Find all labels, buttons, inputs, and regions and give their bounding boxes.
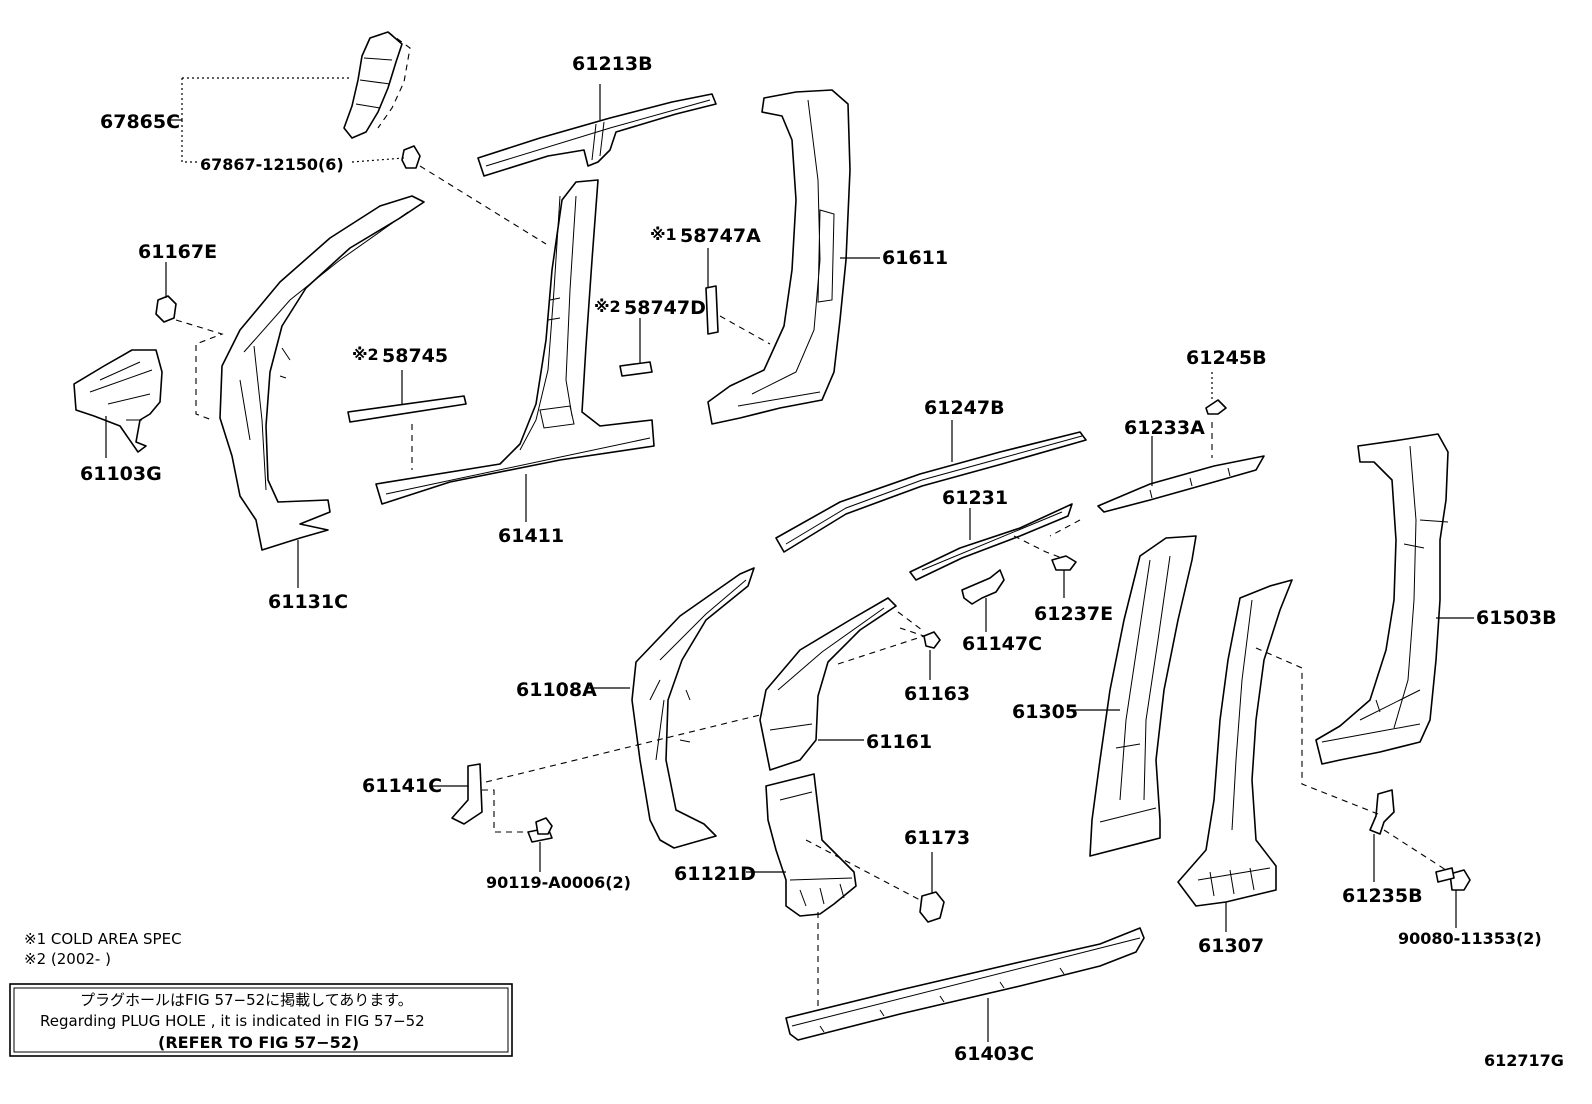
label-61131C[interactable]: 61131C	[268, 591, 348, 613]
label-61233A[interactable]: 61233A	[1124, 417, 1205, 439]
part-67867-clip-shape[interactable]	[401, 145, 421, 169]
notice-english: Regarding PLUG HOLE , it is indicated in…	[40, 1012, 425, 1030]
part-61167E-shape[interactable]	[155, 295, 177, 323]
part-67865C-shape[interactable]	[343, 31, 411, 139]
legend-cold-area-spec: ※1 COLD AREA SPEC	[24, 930, 182, 948]
part-90119-bolt-shape[interactable]	[527, 817, 553, 843]
label-61247B[interactable]: 61247B	[924, 397, 1005, 419]
label-61305[interactable]: 61305	[1012, 701, 1078, 723]
part-61141C-shape[interactable]	[451, 763, 483, 825]
part-61305-shape[interactable]	[1089, 535, 1197, 857]
label-61237E[interactable]: 61237E	[1034, 603, 1113, 625]
part-61231-shape[interactable]	[909, 503, 1073, 581]
mark-2-58745: ※2	[352, 345, 379, 364]
legend: ※1 COLD AREA SPEC ※2 (2002- )	[24, 930, 182, 968]
notice-box-inner	[13, 987, 509, 1053]
part-61247B-shape[interactable]	[775, 431, 1087, 553]
label-61163[interactable]: 61163	[904, 683, 970, 705]
label-58747A[interactable]: 58747A	[680, 225, 761, 247]
part-61307-shape[interactable]	[1177, 579, 1293, 907]
label-61141C[interactable]: 61141C	[362, 775, 442, 797]
label-61245B[interactable]: 61245B	[1186, 347, 1267, 369]
part-61235B-shape[interactable]	[1369, 789, 1395, 835]
part-61173-shape[interactable]	[919, 891, 945, 923]
label-61611[interactable]: 61611	[882, 247, 948, 269]
mark-1-58747A: ※1	[650, 225, 677, 244]
part-61611-shape[interactable]	[707, 89, 851, 425]
label-61231[interactable]: 61231	[942, 487, 1008, 509]
notice-refer: (REFER TO FIG 57−52)	[158, 1033, 359, 1052]
part-61411-shape[interactable]	[375, 179, 655, 505]
label-61103G[interactable]: 61103G	[80, 463, 162, 485]
mark-2-58747D: ※2	[594, 297, 621, 316]
diagram-id: 612717G	[1484, 1051, 1564, 1070]
notice-japanese: プラグホールはFIG 57−52に掲載してあります。	[80, 991, 413, 1009]
label-61235B[interactable]: 61235B	[1342, 885, 1423, 907]
label-58747D[interactable]: 58747D	[624, 297, 706, 319]
part-61121D-shape[interactable]	[765, 773, 857, 917]
label-61147C[interactable]: 61147C	[962, 633, 1042, 655]
label-61411[interactable]: 61411	[498, 525, 564, 547]
part-61161-shape[interactable]	[759, 597, 897, 771]
label-67867-12150[interactable]: 67867-12150(6)	[200, 155, 344, 174]
part-61503B-shape[interactable]	[1315, 433, 1449, 765]
leader-lines	[105, 77, 1474, 1042]
part-58747D-shape[interactable]	[619, 361, 653, 377]
label-61503B[interactable]: 61503B	[1476, 607, 1557, 629]
part-61233A-shape[interactable]	[1097, 455, 1265, 513]
label-90119-A0006[interactable]: 90119-A0006(2)	[486, 873, 631, 892]
label-61307[interactable]: 61307	[1198, 935, 1264, 957]
part-90080-bolt-shape[interactable]	[1435, 867, 1471, 891]
legend-year-range: ※2 (2002- )	[24, 950, 111, 968]
label-61161[interactable]: 61161	[866, 731, 932, 753]
label-58745[interactable]: 58745	[382, 345, 448, 367]
part-61103G-shape[interactable]	[73, 349, 163, 453]
part-61131C-shape[interactable]	[219, 195, 425, 551]
assembly-lines	[175, 165, 1447, 1010]
part-61245B-shape[interactable]	[1205, 399, 1227, 415]
plug-hole-notice: プラグホールはFIG 57−52に掲載してあります。 Regarding PLU…	[9, 983, 513, 1057]
label-61108A[interactable]: 61108A	[516, 679, 597, 701]
part-61213B-shape[interactable]	[477, 93, 717, 177]
part-61108A-shape[interactable]	[631, 567, 755, 849]
part-61147C-shape[interactable]	[961, 569, 1005, 605]
part-labels: 61213B 67865C 67867-12150(6) 61611 61167…	[80, 53, 1564, 1070]
notice-box-outer	[9, 983, 513, 1057]
label-90080-11353[interactable]: 90080-11353(2)	[1398, 929, 1542, 948]
part-61403C-shape[interactable]	[785, 927, 1145, 1041]
part-61163-shape[interactable]	[923, 631, 941, 649]
label-61121D[interactable]: 61121D	[674, 863, 756, 885]
label-61403C[interactable]: 61403C	[954, 1043, 1034, 1065]
part-61237E-shape[interactable]	[1051, 555, 1077, 571]
label-61213B[interactable]: 61213B	[572, 53, 653, 75]
label-61167E[interactable]: 61167E	[138, 241, 217, 263]
label-61173[interactable]: 61173	[904, 827, 970, 849]
part-58745-shape[interactable]	[347, 395, 467, 423]
label-67865C[interactable]: 67865C	[100, 111, 180, 133]
part-58747A-shape[interactable]	[705, 285, 719, 335]
